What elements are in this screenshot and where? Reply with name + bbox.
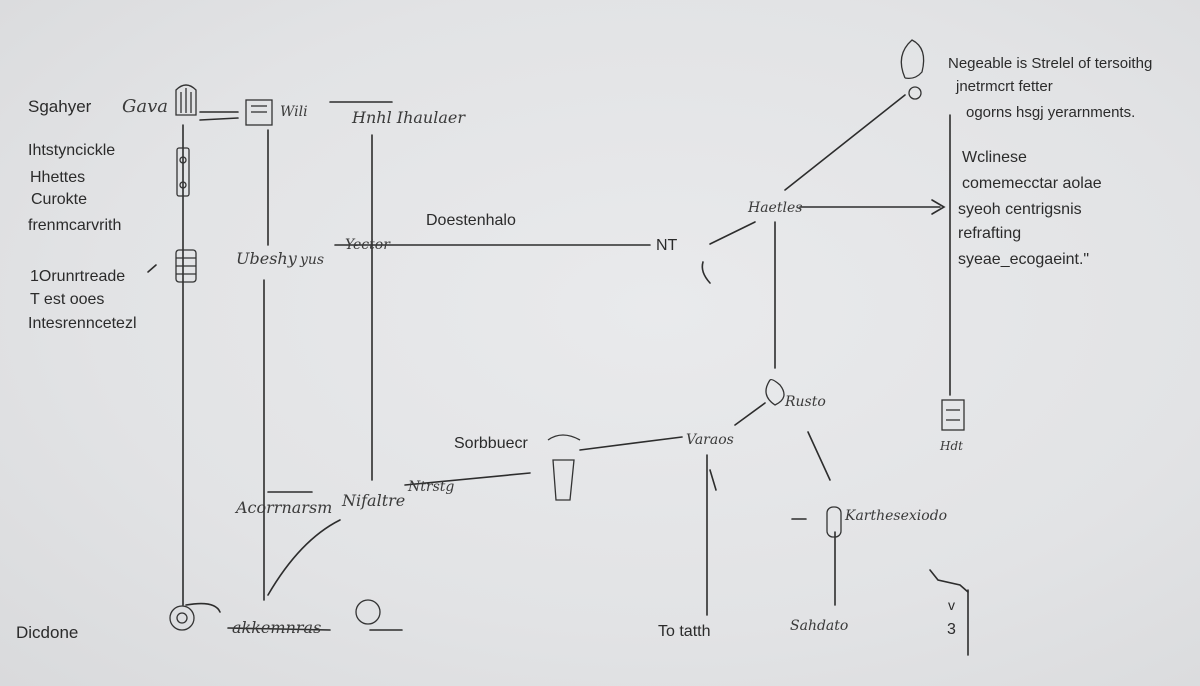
hub-top-label: Hnhl Ihaulaer xyxy=(352,110,465,126)
right-note-line-2: comemecctar aolae xyxy=(962,176,1102,192)
left-note-line-5: 1Orunrtreade xyxy=(30,269,125,285)
bottom-right-label: To tatth xyxy=(658,624,710,640)
left-note-line-1: Ihtstyncickle xyxy=(28,143,115,159)
bottom-right-script: Sahdato xyxy=(790,619,848,633)
rusto-knot-icon xyxy=(766,380,784,405)
sgahyer-tick xyxy=(148,265,156,272)
arrow-curve xyxy=(268,520,340,595)
nt-node: NT xyxy=(656,238,677,254)
top-right-note-line-2: jnetrmcrt fetter xyxy=(956,79,1053,94)
bottom-knob-icon xyxy=(356,600,380,624)
far-right-machine-icon xyxy=(942,400,964,430)
right-note-line-4: refrafting xyxy=(958,226,1021,242)
shibuer-to-varaos xyxy=(580,437,682,450)
nt-diagonal-line xyxy=(710,222,755,244)
left-note-line-2: Hhettes xyxy=(30,170,85,186)
far-right-v: v xyxy=(948,598,955,612)
left-column-drum-icon xyxy=(176,250,196,282)
left-note-line-6: T est ooes xyxy=(30,292,104,308)
shibuer-cup-icon xyxy=(548,435,580,500)
vector-node: Yector xyxy=(345,238,390,252)
rusto-to-varaos xyxy=(735,403,765,425)
top-left-lamp-icon xyxy=(176,85,196,115)
arrow-node-tag: Ntrstg xyxy=(408,480,454,494)
body-node: Ubeshy xyxy=(236,251,297,267)
hatches-to-top-diagonal xyxy=(785,95,905,190)
left-note-line-4: frenmcarvrith xyxy=(28,218,121,234)
top-right-note-line-3: ogorns hsgj yerarnments. xyxy=(966,105,1135,120)
right-note-line-5: syeae_ecogaeint." xyxy=(958,252,1089,268)
body-node-suffix: yus xyxy=(300,253,324,267)
top-box-icon xyxy=(246,100,272,125)
varaos-arrow xyxy=(710,470,716,490)
left-note-line-7: Intesrenncetezl xyxy=(28,316,137,332)
extrasic-node: Karthesexiodo xyxy=(845,509,947,523)
bottom-spiral-icon xyxy=(170,606,194,630)
top-right-note-line-1: Negeable is Strelel of tersoithg xyxy=(948,56,1152,71)
far-right-number: 3 xyxy=(947,622,956,638)
right-note-line-3: syeoh centrigsnis xyxy=(958,202,1082,218)
hatches-node: Haetles xyxy=(748,201,802,215)
top-glyph-2: Wili xyxy=(280,105,308,119)
left-note-line-3: Curokte xyxy=(31,192,87,208)
right-slanted-line xyxy=(808,432,830,480)
varaos-node: Varaos xyxy=(686,433,734,447)
arrow-node-right: Nifaltre xyxy=(342,493,405,509)
left-bottom-label: Dicdone xyxy=(16,624,78,641)
bottom-center-label: akkemnras xyxy=(232,620,321,636)
center-label: Doestenhalo xyxy=(426,213,516,229)
nt-hook xyxy=(702,262,710,283)
extrasic-capsule-icon xyxy=(827,507,841,537)
left-top-label: Sgahyer xyxy=(28,98,91,115)
rusto-node: Rusto xyxy=(785,395,826,409)
far-right-hook xyxy=(930,570,968,592)
far-right-small-label: Hdt xyxy=(940,440,963,452)
right-note-line-1: Wclinese xyxy=(962,150,1027,166)
top-glyph-1: Gava xyxy=(122,98,168,116)
top-connector-b xyxy=(200,118,238,120)
shibuer-node: Sorbbuecr xyxy=(454,436,528,452)
top-right-bulb-icon xyxy=(901,40,923,99)
arrow-node-left: Acorrnarsm xyxy=(236,500,332,516)
